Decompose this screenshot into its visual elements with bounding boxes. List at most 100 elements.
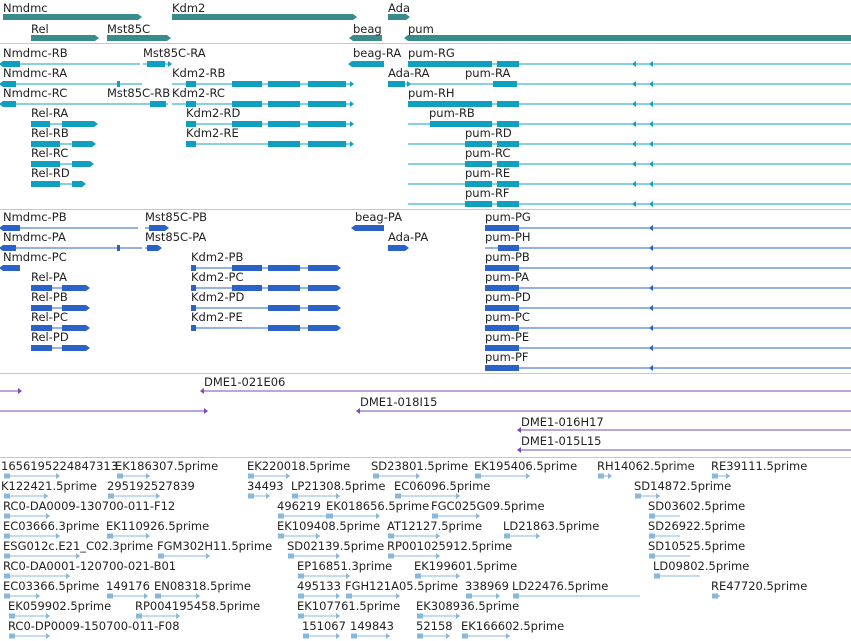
- est-label[interactable]: LD09802.5prime: [653, 559, 750, 573]
- protein-label[interactable]: pum-PA: [485, 270, 530, 284]
- gene-label[interactable]: Nmdmc: [3, 1, 48, 15]
- est-label[interactable]: SD03602.5prime: [648, 499, 746, 513]
- est-label[interactable]: ESG012c.E21_C02.3prime: [3, 539, 154, 553]
- transcript-label[interactable]: pum-RG: [408, 46, 455, 60]
- est-label[interactable]: RC0-DA0001-120700-021-B01: [3, 559, 177, 573]
- transcript-label[interactable]: pum-RE: [465, 166, 511, 180]
- est-label[interactable]: LD22476.5prime: [512, 579, 609, 593]
- est-label[interactable]: FGM302H11.5prime: [157, 539, 273, 553]
- transcript-label[interactable]: Nmdmc-RA: [3, 66, 68, 80]
- clone-label[interactable]: DME1-021E06: [204, 375, 286, 389]
- est-label[interactable]: RE39111.5prime: [711, 459, 808, 473]
- est-label[interactable]: 151067: [302, 619, 346, 633]
- transcript-label[interactable]: Kdm2-RE: [186, 126, 239, 140]
- transcript-label[interactable]: Ada-RA: [388, 66, 430, 80]
- clone-label[interactable]: DME1-015L15: [521, 434, 602, 448]
- gene-label[interactable]: Ada: [388, 1, 411, 15]
- est-label[interactable]: SD26922.5prime: [648, 519, 746, 533]
- transcript-label[interactable]: Mst85C-RA: [143, 46, 206, 60]
- est-label[interactable]: 338969: [465, 579, 509, 593]
- est-label[interactable]: RE47720.5prime: [711, 579, 808, 593]
- protein-label[interactable]: Ada-PA: [388, 230, 429, 244]
- est-label[interactable]: EC03666.3prime: [3, 519, 100, 533]
- est-label[interactable]: EK220018.5prime: [247, 459, 351, 473]
- est-label[interactable]: EK199601.5prime: [414, 559, 518, 573]
- est-label[interactable]: 149176: [106, 579, 150, 593]
- est-label[interactable]: EK186307.5prime: [115, 459, 219, 473]
- transcript-label[interactable]: Nmdmc-RB: [3, 46, 68, 60]
- transcript-label[interactable]: pum-RH: [408, 86, 455, 100]
- est-label[interactable]: RH14062.5prime: [597, 459, 695, 473]
- est-label[interactable]: RC0-DP0009-150700-011-F08: [8, 619, 180, 633]
- protein-label[interactable]: Nmdmc-PA: [3, 230, 66, 244]
- est-label[interactable]: SD14872.5prime: [634, 479, 732, 493]
- est-label[interactable]: SD02139.5prime: [287, 539, 385, 553]
- transcript-label[interactable]: Nmdmc-RC: [3, 86, 68, 100]
- transcript-label[interactable]: Rel-RC: [31, 146, 69, 160]
- protein-label[interactable]: pum-PH: [485, 230, 531, 244]
- protein-label[interactable]: Mst85C-PA: [145, 230, 207, 244]
- transcript-label[interactable]: Rel-RA: [31, 106, 69, 120]
- protein-label[interactable]: Nmdmc-PC: [3, 250, 67, 264]
- protein-label[interactable]: Rel-PB: [31, 290, 68, 304]
- est-label[interactable]: 1656195224847313: [1, 459, 119, 473]
- est-label[interactable]: K122421.5prime: [1, 479, 97, 493]
- protein-label[interactable]: Kdm2-PB: [191, 250, 244, 264]
- transcript-label[interactable]: beag-RA: [353, 46, 402, 60]
- est-label[interactable]: RP001025912.5prime: [387, 539, 513, 553]
- est-label[interactable]: RP004195458.5prime: [135, 599, 261, 613]
- transcript-label[interactable]: Rel-RB: [31, 126, 69, 140]
- est-label[interactable]: 295192527839: [107, 479, 195, 493]
- est-label[interactable]: AT12127.5prime: [387, 519, 483, 533]
- transcript-label[interactable]: Kdm2-RB: [172, 66, 226, 80]
- protein-label[interactable]: beag-PA: [355, 210, 402, 224]
- protein-label[interactable]: pum-PD: [485, 290, 531, 304]
- clone-label[interactable]: DME1-016H17: [521, 415, 604, 429]
- transcript-label[interactable]: Rel-RD: [31, 166, 70, 180]
- protein-label[interactable]: pum-PG: [485, 210, 531, 224]
- protein-label[interactable]: pum-PC: [485, 310, 530, 324]
- transcript-label[interactable]: pum-RD: [465, 126, 512, 140]
- transcript-label[interactable]: Kdm2-RC: [172, 86, 225, 100]
- est-label[interactable]: EK018656.5prime: [326, 499, 430, 513]
- protein-label[interactable]: Rel-PD: [31, 330, 69, 344]
- est-label[interactable]: EP16851.3prime: [297, 559, 393, 573]
- est-label[interactable]: 149843: [350, 619, 394, 633]
- protein-label[interactable]: pum-PF: [485, 350, 529, 364]
- est-label[interactable]: 495133: [297, 579, 341, 593]
- clone-label[interactable]: DME1-018I15: [360, 395, 438, 409]
- transcript-label[interactable]: pum-RB: [429, 106, 475, 120]
- protein-label[interactable]: Kdm2-PE: [191, 310, 243, 324]
- est-label[interactable]: 34493: [247, 479, 284, 493]
- protein-label[interactable]: Kdm2-PD: [191, 290, 245, 304]
- est-label[interactable]: EK308936.5prime: [416, 599, 520, 613]
- est-label[interactable]: LP21308.5prime: [291, 479, 386, 493]
- est-label[interactable]: 52158: [416, 619, 453, 633]
- protein-label[interactable]: pum-PB: [485, 250, 530, 264]
- est-label[interactable]: 496219: [277, 499, 321, 513]
- gene-label[interactable]: pum: [408, 22, 434, 36]
- est-label[interactable]: EK107761.5prime: [297, 599, 401, 613]
- est-label[interactable]: EK195406.5prime: [474, 459, 578, 473]
- est-label[interactable]: EK166602.5prime: [461, 619, 565, 633]
- est-label[interactable]: SD23801.5prime: [371, 459, 469, 473]
- est-label[interactable]: SD10525.5prime: [648, 539, 746, 553]
- gene-label[interactable]: beag: [353, 22, 382, 36]
- gene-label[interactable]: Rel: [31, 22, 49, 36]
- protein-label[interactable]: Nmdmc-PB: [3, 210, 67, 224]
- est-label[interactable]: EK110926.5prime: [106, 519, 210, 533]
- protein-label[interactable]: Kdm2-PC: [191, 270, 244, 284]
- est-label[interactable]: EK109408.5prime: [277, 519, 381, 533]
- est-label[interactable]: FGC025G09.5prime: [431, 499, 545, 513]
- est-label[interactable]: EK059902.5prime: [8, 599, 112, 613]
- protein-label[interactable]: pum-PE: [485, 330, 530, 344]
- est-label[interactable]: FGH121A05.5prime: [345, 579, 459, 593]
- protein-label[interactable]: Rel-PC: [31, 310, 68, 324]
- est-label[interactable]: RC0-DA0009-130700-011-F12: [3, 499, 176, 513]
- transcript-label[interactable]: pum-RA: [465, 66, 511, 80]
- protein-label[interactable]: Rel-PA: [31, 270, 67, 284]
- transcript-label[interactable]: Kdm2-RD: [186, 106, 241, 120]
- transcript-label[interactable]: pum-RF: [465, 186, 510, 200]
- est-label[interactable]: EC03366.5prime: [3, 579, 100, 593]
- protein-label[interactable]: Mst85C-PB: [145, 210, 208, 224]
